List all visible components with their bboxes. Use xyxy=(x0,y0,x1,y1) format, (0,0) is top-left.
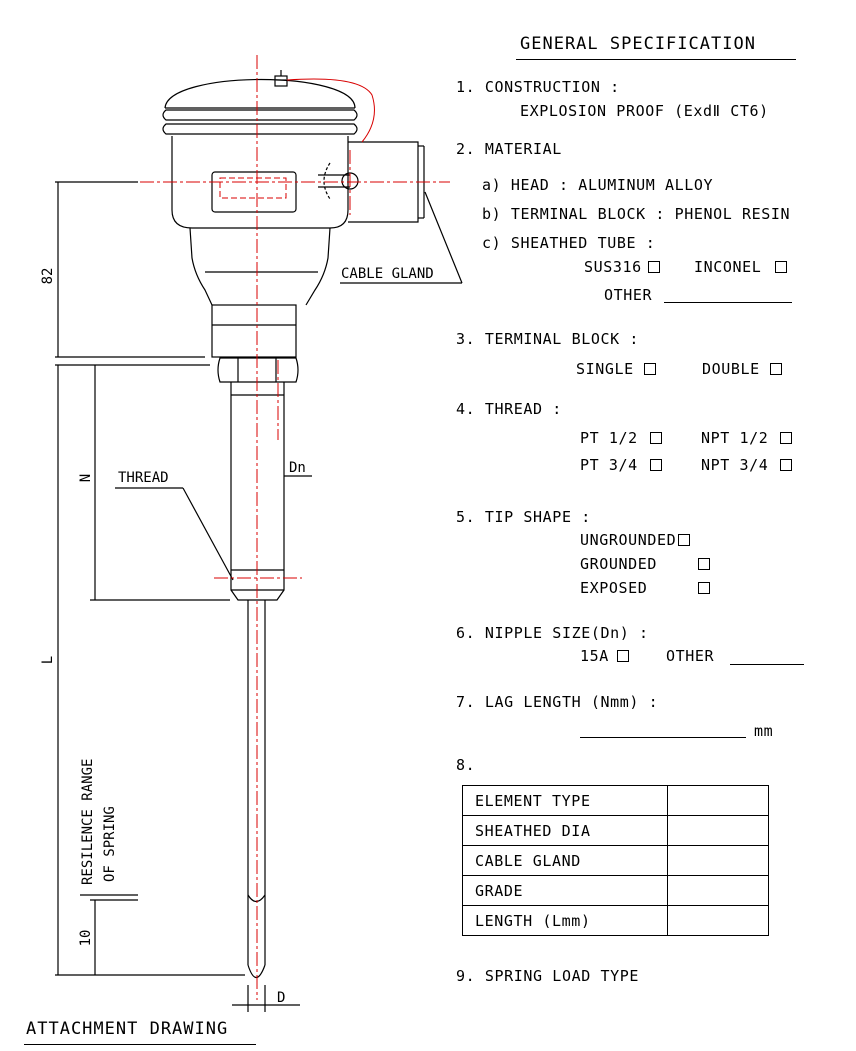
exposed-option: EXPOSED xyxy=(580,579,648,597)
grounded-option: GROUNDED xyxy=(580,555,658,573)
double-option: DOUBLE xyxy=(702,360,760,378)
terminal-block-heading: 3. TERMINAL BLOCK : xyxy=(456,330,639,348)
table-row: SHEATHED DIA xyxy=(462,815,769,846)
table-row: ELEMENT TYPE xyxy=(462,785,769,816)
ungrounded-option: UNGROUNDED xyxy=(580,531,677,549)
dim-n-label: N xyxy=(78,474,94,482)
resilence-range-label: RESILENCE RANGE xyxy=(80,759,96,885)
head-dome xyxy=(164,78,356,109)
element-type-label: ELEMENT TYPE xyxy=(462,785,668,816)
grade-label: GRADE xyxy=(462,875,668,906)
inconel-checkbox[interactable] xyxy=(775,261,788,273)
inconel-option: INCONEL xyxy=(694,258,762,276)
material-sheathed-tube: c) SHEATHED TUBE : xyxy=(482,234,656,252)
sheathed-dia-label: SHEATHED DIA xyxy=(462,815,668,846)
single-option: SINGLE xyxy=(576,360,634,378)
dim-l-label: L xyxy=(40,656,56,664)
sus316-checkbox[interactable] xyxy=(647,261,660,273)
15a-option: 15A xyxy=(580,647,609,665)
sheathed-dia-value[interactable] xyxy=(667,815,769,846)
head-ring xyxy=(162,109,358,121)
cable-gland-row-label: CABLE GLAND xyxy=(462,845,668,876)
section-8-heading: 8. xyxy=(456,756,476,774)
of-spring-label: OF SPRING xyxy=(102,806,118,882)
lag-length-blank[interactable] xyxy=(580,737,746,738)
dim-10-label: 10 xyxy=(78,930,94,947)
sus316-option: SUS316 xyxy=(584,258,642,276)
table-row: LENGTH (Lmm) xyxy=(462,905,769,936)
table-row: GRADE xyxy=(462,875,769,906)
spring-load-type-heading: 9. SPRING LOAD TYPE xyxy=(456,967,639,985)
material-other: OTHER xyxy=(604,286,653,304)
tip-shape-heading: 5. TIP SHAPE : xyxy=(456,508,591,526)
thread-heading: 4. THREAD : xyxy=(456,400,562,418)
cable-gland-label: CABLE GLAND xyxy=(341,266,434,282)
length-label: LENGTH (Lmm) xyxy=(462,905,668,936)
exposed-checkbox[interactable] xyxy=(698,582,710,594)
thread-label: THREAD xyxy=(118,470,169,486)
construction-heading: 1. CONSTRUCTION : xyxy=(456,78,620,96)
hex-nut xyxy=(217,357,299,383)
head-body xyxy=(171,136,349,229)
dim-82-label: 82 xyxy=(40,268,56,285)
nipple-other-blank[interactable] xyxy=(730,664,804,665)
npt34-option: NPT 3/4 xyxy=(701,456,769,474)
npt12-checkbox[interactable] xyxy=(780,432,793,444)
cable-gland-value[interactable] xyxy=(667,845,769,876)
material-head: a) HEAD : ALUMINUM ALLOY xyxy=(482,176,714,194)
pt34-option: PT 3/4 xyxy=(580,456,638,474)
single-checkbox[interactable] xyxy=(643,363,656,375)
lag-length-heading: 7. LAG LENGTH (Nmm) : xyxy=(456,693,659,711)
spec-title: GENERAL SPECIFICATION xyxy=(520,34,756,54)
d-label: D xyxy=(277,990,285,1006)
dn-label: Dn xyxy=(289,460,306,476)
pt12-option: PT 1/2 xyxy=(580,429,638,447)
material-heading: 2. MATERIAL xyxy=(456,140,562,158)
table-row: CABLE GLAND xyxy=(462,845,769,876)
element-type-value[interactable] xyxy=(667,785,769,816)
15a-checkbox[interactable] xyxy=(616,650,629,662)
spec-table: ELEMENT TYPE SHEATHED DIA CABLE GLAND GR… xyxy=(462,785,769,936)
lag-length-unit: mm xyxy=(754,722,774,740)
length-value[interactable] xyxy=(667,905,769,936)
pt12-checkbox[interactable] xyxy=(649,432,662,444)
npt34-checkbox[interactable] xyxy=(780,459,793,471)
pt34-checkbox[interactable] xyxy=(649,459,662,471)
construction-value: EXPLOSION PROOF (ExdⅡ CT6) xyxy=(520,102,769,120)
nipple-size-heading: 6. NIPPLE SIZE(Dn) : xyxy=(456,624,649,642)
grounded-checkbox[interactable] xyxy=(698,558,710,570)
double-checkbox[interactable] xyxy=(769,363,782,375)
material-other-blank[interactable] xyxy=(664,302,792,303)
attachment-drawing-caption: ATTACHMENT DRAWING xyxy=(26,1019,229,1039)
material-terminal-block: b) TERMINAL BLOCK : PHENOL RESIN xyxy=(482,205,791,223)
grade-value[interactable] xyxy=(667,875,769,906)
npt12-option: NPT 1/2 xyxy=(701,429,769,447)
ground-wire xyxy=(286,78,375,143)
ungrounded-checkbox[interactable] xyxy=(678,534,691,546)
nipple-other: OTHER xyxy=(666,647,715,665)
